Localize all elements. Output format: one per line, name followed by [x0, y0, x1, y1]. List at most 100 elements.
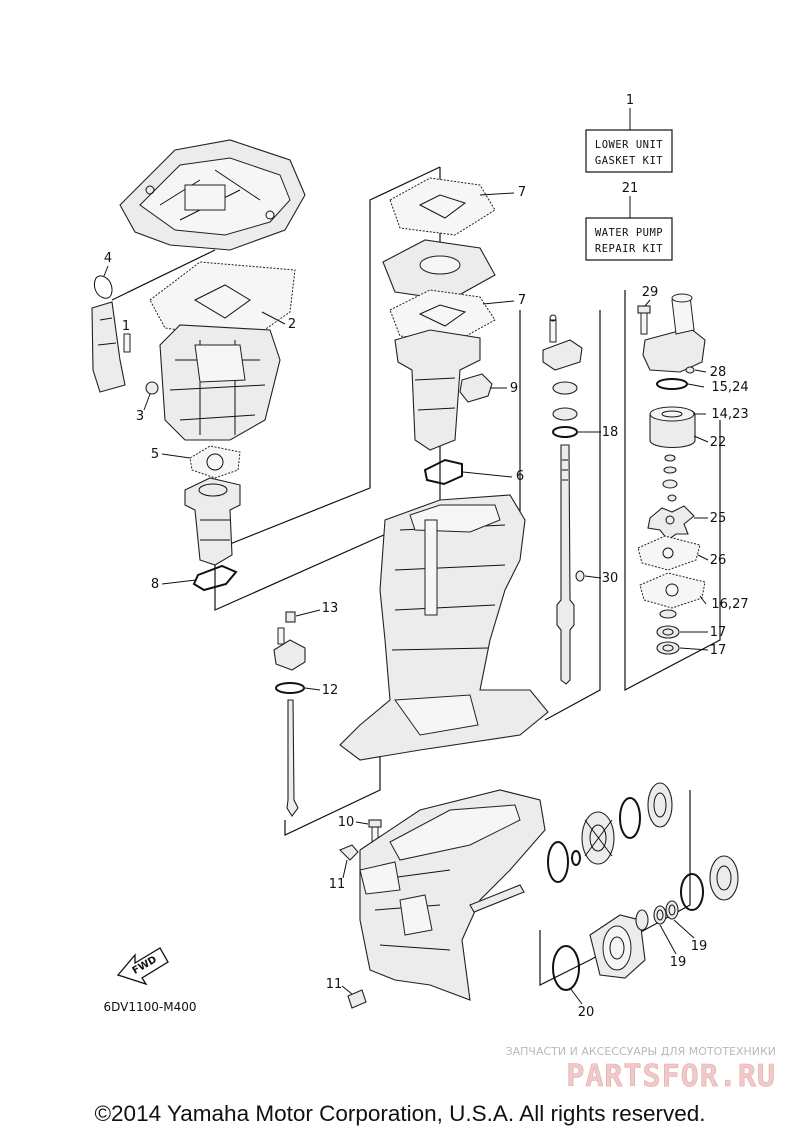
- gasket-7-bottom: [389, 289, 496, 343]
- bolt-13: [285, 611, 296, 623]
- part-28-grommet: [685, 366, 695, 374]
- bearing-housing: [589, 914, 646, 979]
- insert-cartridge-14-23: [649, 406, 696, 448]
- part-4-seal: [91, 275, 126, 393]
- water-pump-kit-line1: WATER PUMP: [595, 227, 663, 239]
- callout-5: 5: [151, 447, 159, 462]
- gasket-kit-line1: LOWER UNIT: [595, 139, 663, 151]
- callout-18: 18: [602, 425, 619, 440]
- gear-frame: [539, 790, 691, 986]
- taper-bearing: [647, 782, 673, 828]
- oring-18: [552, 426, 578, 438]
- oil-pan-top: [119, 139, 306, 251]
- small-bearing: [635, 909, 649, 931]
- callout-7a: 7: [518, 185, 526, 200]
- exhaust-guide: [184, 477, 241, 566]
- callout-19b: 19: [691, 939, 708, 954]
- water-pump-frame: [624, 290, 721, 691]
- callout-13: 13: [322, 601, 339, 616]
- water-pump-kit-box: WATER PUMP REPAIR KIT: [585, 217, 673, 261]
- callout-3: 3: [136, 409, 144, 424]
- oring-12: [275, 682, 305, 694]
- water-pump-kit-line2: REPAIR KIT: [595, 243, 663, 255]
- oil-seal-17a: [656, 625, 680, 639]
- callout-9: 9: [510, 381, 518, 396]
- watermark-tagline: ЗАПЧАСТИ И АКСЕССУАРЫ ДЛЯ МОТОТЕХНИКИ: [506, 1045, 776, 1058]
- callout-4: 4: [104, 251, 112, 266]
- bolt-1-small: [123, 333, 131, 353]
- shift-rod: [286, 699, 299, 817]
- oring-20: [552, 945, 580, 991]
- part-3-grommet: [145, 381, 159, 395]
- callout-28: 28: [710, 365, 727, 380]
- callout-14-23: 14,23: [711, 407, 748, 422]
- driveshaft-bushing: [542, 339, 583, 371]
- shift-rod-holder: [273, 627, 306, 671]
- gasket-kit-line2: GASKET KIT: [595, 155, 663, 167]
- callout-25: 25: [710, 511, 727, 526]
- gasket-7-top: [389, 177, 496, 236]
- outer-plate-16-27: [639, 572, 706, 609]
- driveshaft: [556, 444, 575, 685]
- gear-shim: [619, 797, 641, 839]
- callout-30: 30: [602, 571, 619, 586]
- callout-2: 2: [288, 317, 296, 332]
- oil-seal-19b: [665, 900, 679, 920]
- watermark-logo: PARTSFOR.RU: [566, 1059, 776, 1094]
- seal-6: [423, 458, 463, 486]
- gasket-26: [637, 535, 701, 571]
- impeller-25: [647, 505, 695, 541]
- callout-7b: 7: [518, 293, 526, 308]
- callout-20: 20: [578, 1005, 595, 1020]
- shift-rod-frame: [284, 740, 381, 836]
- fwd-arrow-icon: FWD: [116, 947, 169, 986]
- callout-29: 29: [642, 285, 659, 300]
- bolt-29: [637, 305, 651, 335]
- diagram-code: 6DV1100-M400: [104, 1000, 197, 1014]
- callout-6: 6: [516, 469, 524, 484]
- callout-10: 10: [338, 815, 355, 830]
- water-pump-housing: [642, 293, 706, 373]
- bolt-stud-top: [549, 314, 557, 343]
- callout-21: 21: [622, 181, 639, 196]
- frame-lead-2: [111, 249, 216, 301]
- oring-15-24: [656, 378, 688, 390]
- callout-8: 8: [151, 577, 159, 592]
- oil-seal-19a: [653, 905, 667, 925]
- callout-16-27: 16,27: [711, 597, 748, 612]
- upper-case-body: [159, 324, 281, 441]
- callout-19a: 19: [670, 955, 687, 970]
- part-30-clip: [575, 570, 585, 582]
- gasket-5: [189, 445, 241, 479]
- callout-11a: 11: [329, 877, 346, 892]
- gasket-2: [149, 261, 296, 341]
- reverse-gear-bearing: [709, 855, 739, 901]
- callout-12: 12: [322, 683, 339, 698]
- callout-22: 22: [710, 435, 727, 450]
- exhaust-plate: [382, 239, 496, 301]
- reverse-gear-ring: [680, 873, 704, 911]
- forward-gear: [581, 811, 615, 865]
- driveshaft-frame: [544, 310, 601, 721]
- callout-11b: 11: [326, 977, 343, 992]
- gasket-kit-box: LOWER UNIT GASKET KIT: [585, 129, 673, 173]
- callout-17b: 17: [710, 643, 727, 658]
- pump-small-parts: [662, 454, 678, 502]
- oil-seal-17b: [656, 641, 680, 655]
- driveshaft-housing: [339, 494, 549, 761]
- part-9-damper: [459, 373, 493, 403]
- copyright-notice: ©2014 Yamaha Motor Corporation, U.S.A. A…: [94, 1101, 706, 1126]
- seal-8: [192, 564, 238, 592]
- bolt-10: [368, 819, 382, 845]
- callout-17a: 17: [710, 625, 727, 640]
- callout-1b: 1: [122, 319, 130, 334]
- callout-1: 1: [626, 93, 634, 108]
- callout-15-24: 15,24: [711, 380, 748, 395]
- exhaust-manifold: [394, 329, 481, 451]
- screw-11-lower: [347, 989, 367, 1009]
- gear-case: [359, 789, 546, 1001]
- screw-11-upper: [339, 844, 359, 861]
- pump-seal-stack: [659, 609, 677, 619]
- propeller-shaft: [469, 884, 525, 913]
